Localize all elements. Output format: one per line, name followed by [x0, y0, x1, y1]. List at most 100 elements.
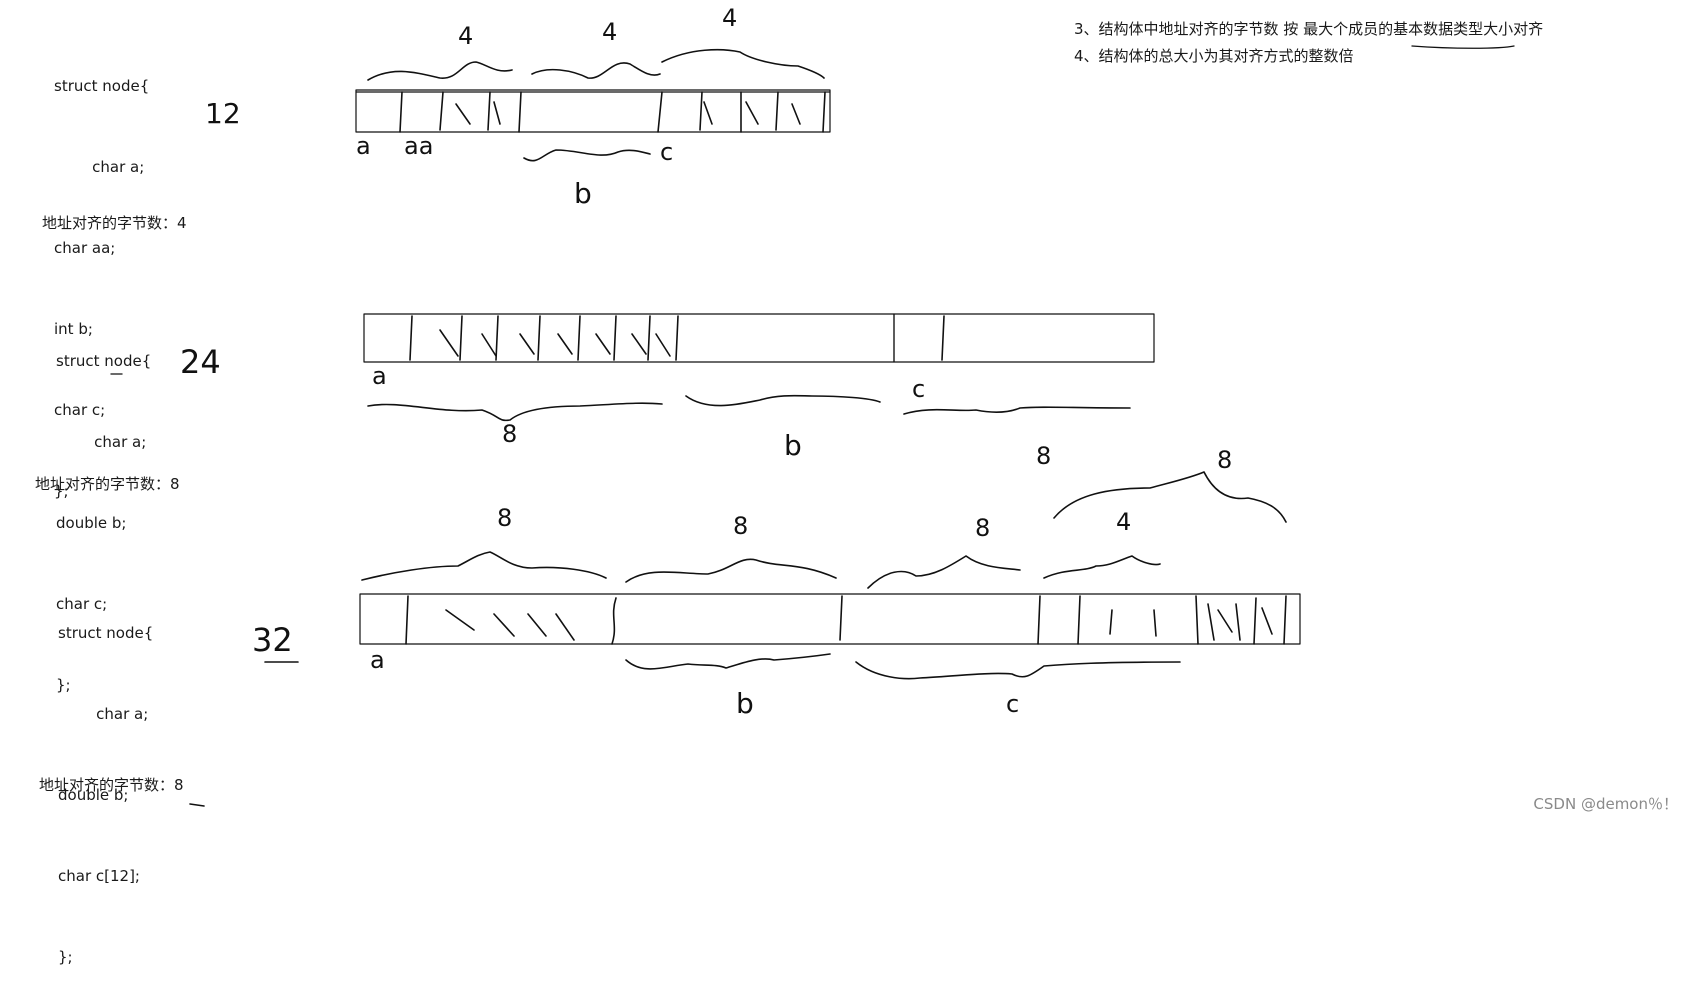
alignment-bytes-3: 地址对齐的字节数：8 — [39, 774, 184, 795]
padding-mark — [481, 333, 497, 357]
brace — [1043, 555, 1161, 579]
code-line: struct node{ — [54, 77, 150, 95]
padding-mark — [519, 333, 535, 355]
cell-divider — [657, 91, 663, 133]
alignment-bytes-2: 地址对齐的字节数：8 — [35, 473, 180, 494]
member-label-b-2: b — [784, 429, 802, 462]
cell-divider — [941, 315, 945, 361]
brace — [625, 558, 837, 583]
brace — [367, 61, 513, 81]
watermark: CSDN @demon％！ — [1533, 795, 1678, 813]
brace-label: 8 — [733, 512, 749, 540]
code-line: int b; — [54, 320, 93, 338]
brace — [867, 555, 1021, 589]
code-line: }; — [54, 482, 69, 500]
padding-mark — [595, 333, 611, 355]
padding-mark — [631, 333, 647, 355]
member-label-a-3: a — [370, 646, 385, 674]
cell-divider — [1037, 595, 1041, 645]
brace-label: 8 — [975, 514, 991, 542]
cell-divider — [405, 595, 409, 645]
code-line: char aa; — [54, 239, 116, 257]
cell-divider — [439, 91, 444, 131]
cell-divider — [775, 91, 779, 131]
underline — [1411, 45, 1515, 49]
code-line: char a; — [56, 433, 147, 451]
member-label-aa-1: aa — [404, 132, 434, 160]
padding-mark — [1261, 607, 1273, 635]
cell-divider — [459, 315, 463, 361]
brace-label: 4 — [722, 4, 738, 32]
code-line: struct node{ — [58, 624, 154, 642]
cell-divider — [537, 315, 541, 361]
cell-divider — [822, 91, 826, 133]
code-line: char c; — [54, 401, 106, 419]
memory-box-1 — [355, 89, 831, 133]
padding-mark — [493, 613, 515, 637]
cell-divider — [1195, 595, 1199, 645]
brace-label: 4 — [1116, 508, 1132, 536]
underline — [189, 803, 205, 807]
struct-code-1: struct node{ char a; char aa; int b; cha… — [54, 19, 149, 532]
member-label-c-2: c — [912, 375, 926, 403]
code-line: double b; — [58, 786, 129, 804]
code-line: }; — [58, 948, 73, 966]
brace — [523, 149, 651, 162]
member-label-a-2: a — [372, 362, 387, 390]
member-label-b-1: b — [574, 177, 592, 210]
cell-divider — [487, 91, 491, 131]
brace — [625, 653, 831, 670]
member-label-a-1: a — [356, 132, 371, 160]
padding-mark — [455, 103, 471, 125]
brace — [367, 402, 663, 422]
brace — [855, 661, 1181, 680]
code-line: struct node{ — [56, 352, 152, 370]
padding-mark — [493, 101, 501, 125]
rule-3: 3、结构体中地址对齐的字节数 按 最大个成员的基本数据类型大小对齐 — [1074, 20, 1544, 38]
struct-code-2: struct node{ char a; double b; char c; }… — [56, 294, 151, 726]
alignment-value: 8 — [170, 475, 180, 493]
padding-mark — [791, 103, 801, 125]
alignment-label: 地址对齐的字节数： — [39, 776, 175, 794]
memory-layout-drawing — [110, 45, 1515, 807]
code-line: char c[12]; — [58, 867, 140, 885]
code-line: char a; — [54, 158, 145, 176]
cell-divider — [699, 91, 703, 131]
cell-divider — [675, 315, 679, 361]
memory-box-2 — [363, 313, 895, 363]
cell-divider — [1253, 597, 1257, 645]
padding-mark — [745, 101, 759, 125]
member-label-b-3: b — [736, 687, 754, 720]
brace — [685, 394, 881, 407]
padding-mark — [527, 613, 547, 637]
memory-box-2-tail — [893, 313, 1155, 363]
struct-size-2: 24 — [180, 343, 221, 381]
padding-mark — [1217, 609, 1233, 633]
alignment-label: 地址对齐的字节数： — [35, 475, 171, 493]
cell-divider — [1077, 595, 1081, 645]
brace — [361, 551, 607, 581]
padding-mark — [557, 333, 573, 355]
cell-divider — [839, 595, 843, 641]
cell-divider — [399, 91, 403, 133]
padding-mark — [1235, 603, 1241, 641]
padding-mark — [703, 101, 713, 125]
padding-mark — [655, 333, 671, 357]
alignment-bytes-1: 地址对齐的字节数：4 — [42, 212, 187, 233]
cell-divider — [647, 315, 651, 361]
member-label-c-3: c — [1006, 690, 1020, 718]
cell-divider — [409, 315, 413, 361]
alignment-label: 地址对齐的字节数： — [42, 214, 178, 232]
brace-label: 8 — [1036, 442, 1052, 470]
member-label-c-1: c — [660, 138, 674, 166]
brace-label: 8 — [497, 504, 513, 532]
brace-label: 4 — [458, 22, 474, 50]
cell-divider — [1153, 609, 1157, 637]
brace-label: 8 — [1217, 446, 1233, 474]
cell-divider — [1283, 595, 1287, 645]
memory-box-3 — [359, 593, 1301, 645]
brace — [531, 62, 661, 79]
cell-divider — [613, 315, 617, 361]
cell-divider — [495, 315, 499, 361]
padding-mark — [1207, 603, 1215, 641]
